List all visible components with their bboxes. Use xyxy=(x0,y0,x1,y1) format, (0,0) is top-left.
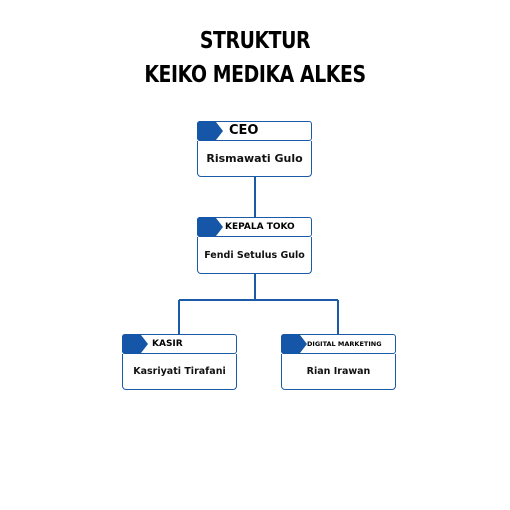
node-kasir: KASIR Kasriyati Tirafani xyxy=(122,334,237,390)
node-kasir-role: KASIR xyxy=(152,339,183,349)
chart-title-line-1: STRUKTUR xyxy=(199,28,311,54)
node-ceo-name: Rismawati Gulo xyxy=(197,141,312,177)
node-kasir-name: Kasriyati Tirafani xyxy=(122,354,237,390)
node-ceo-role: CEO xyxy=(229,123,259,138)
node-kepala-toko-role: KEPALA TOKO xyxy=(225,222,295,232)
node-digital-marketing-name: Rian Irawan xyxy=(281,354,396,390)
node-ceo: CEO Rismawati Gulo xyxy=(197,121,312,177)
node-digital-marketing-role: DIGITAL MARKETING xyxy=(307,340,382,348)
node-kepala-toko-tag-icon xyxy=(197,217,223,237)
node-ceo-tag-icon xyxy=(197,121,223,141)
node-digital-marketing-tag-icon xyxy=(281,334,307,354)
node-kepala-toko-name: Fendi Setulus Gulo xyxy=(197,237,312,274)
node-kepala-toko: KEPALA TOKO Fendi Setulus Gulo xyxy=(197,217,312,274)
node-digital-marketing: DIGITAL MARKETING Rian Irawan xyxy=(281,334,396,390)
node-kasir-tag-icon xyxy=(122,334,148,354)
chart-title-line-2: KEIKO MEDIKA ALKES xyxy=(144,62,366,88)
